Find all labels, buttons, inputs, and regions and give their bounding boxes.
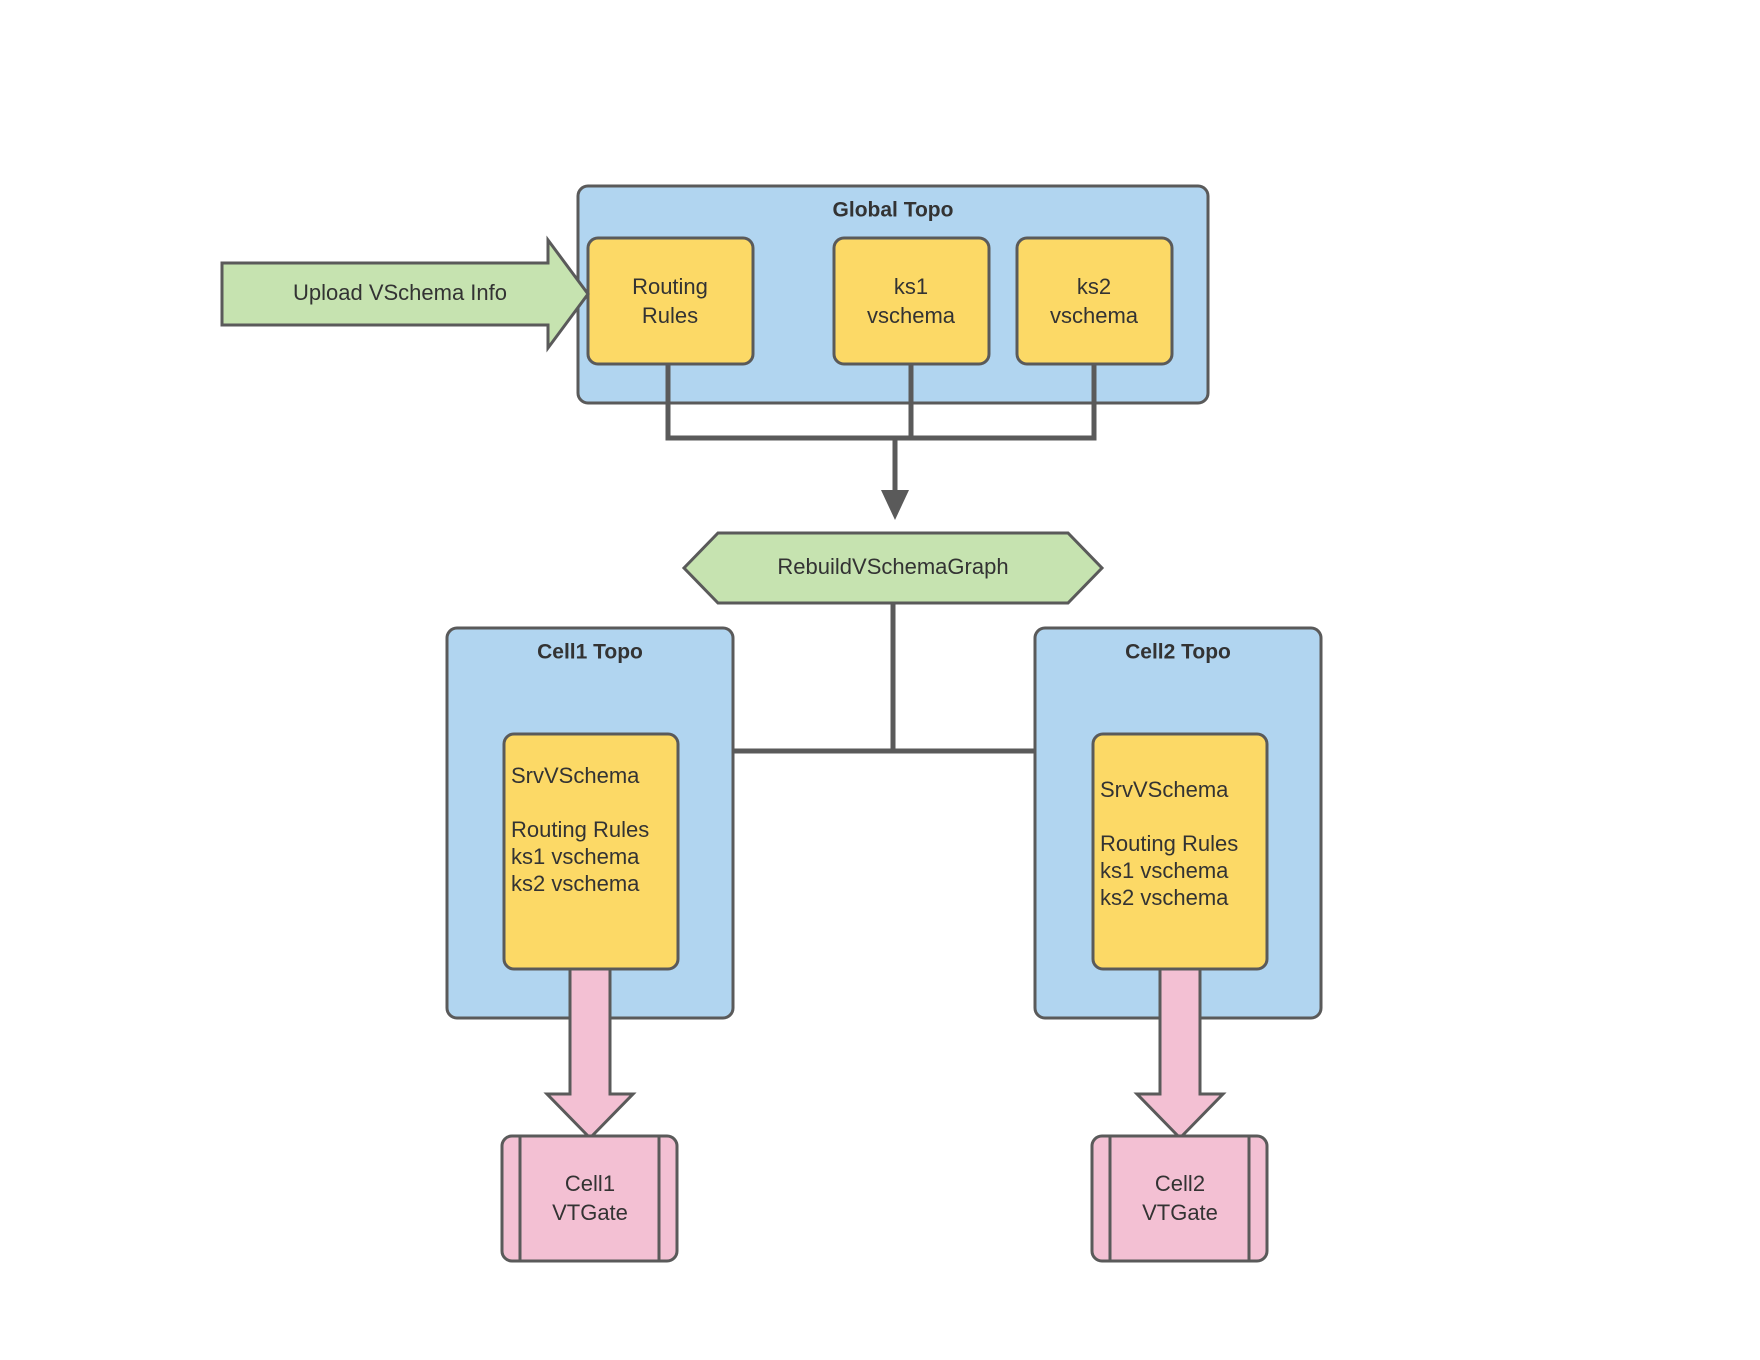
ks2-vschema-line2: vschema — [1050, 303, 1139, 328]
routing-rules-line2: Rules — [642, 303, 698, 328]
node-cell1-srvvschema[interactable]: SrvVSchema Routing Rules ks1 vschema ks2… — [502, 732, 680, 971]
global-topo-title: Global Topo — [833, 199, 954, 222]
ks2-vschema-box — [1015, 236, 1174, 366]
upload-arrow-label: Upload VSchema Info — [293, 280, 507, 305]
node-cell2-vtgate[interactable]: Cell2 VTGate — [1090, 1134, 1269, 1263]
cell1-vtgate-line2: VTGate — [552, 1200, 628, 1225]
cell1-topo-title: Cell1 Topo — [537, 641, 643, 664]
cell2-srv-item-0: Routing Rules — [1100, 831, 1238, 856]
cell1-vtgate-box — [500, 1134, 679, 1263]
node-ks1-vschema[interactable]: ks1 vschema — [832, 236, 991, 366]
cell2-vtgate-line1: Cell2 — [1155, 1171, 1205, 1196]
cell1-srv-item-0: Routing Rules — [511, 817, 649, 842]
arrowhead-to-process — [881, 490, 909, 520]
rebuild-process-label: RebuildVSchemaGraph — [777, 554, 1008, 579]
cell1-srv-item-1: ks1 vschema — [511, 844, 640, 869]
cell2-srvvschema-title: SrvVSchema — [1100, 777, 1229, 802]
cell1-srv-to-vtgate-arrow — [543, 967, 637, 1141]
cell2-vtgate-line2: VTGate — [1142, 1200, 1218, 1225]
cell1-vtgate-line1: Cell1 — [565, 1171, 615, 1196]
upload-arrow-shape — [220, 235, 590, 353]
rebuild-hexagon-shape — [681, 531, 1105, 605]
cell2-block-arrow-shape — [1133, 967, 1227, 1141]
routing-rules-box — [586, 236, 755, 366]
cell1-block-arrow-shape — [543, 967, 637, 1141]
node-cell1-vtgate[interactable]: Cell1 VTGate — [500, 1134, 679, 1263]
cell2-topo-title: Cell2 Topo — [1125, 641, 1231, 664]
node-cell2-srvvschema[interactable]: SrvVSchema Routing Rules ks1 vschema ks2… — [1091, 732, 1269, 971]
cell1-srv-item-2: ks2 vschema — [511, 871, 640, 896]
ks2-vschema-line1: ks2 — [1077, 274, 1111, 299]
node-routing-rules[interactable]: Routing Rules — [586, 236, 755, 366]
cell2-srv-to-vtgate-arrow — [1133, 967, 1227, 1141]
upload-vschema-arrow[interactable]: Upload VSchema Info — [220, 235, 590, 353]
routing-rules-line1: Routing — [632, 274, 708, 299]
node-ks2-vschema[interactable]: ks2 vschema — [1015, 236, 1174, 366]
cell2-srv-item-1: ks1 vschema — [1100, 858, 1229, 883]
ks1-vschema-box — [832, 236, 991, 366]
cell2-vtgate-box — [1090, 1134, 1269, 1263]
ks1-vschema-line2: vschema — [867, 303, 956, 328]
global-node-connectors — [665, 364, 1097, 520]
cell2-srv-item-2: ks2 vschema — [1100, 885, 1229, 910]
ks1-vschema-line1: ks1 — [894, 274, 928, 299]
process-rebuild-vschema-graph[interactable]: RebuildVSchemaGraph — [681, 531, 1105, 605]
cell1-srvvschema-title: SrvVSchema — [511, 763, 640, 788]
